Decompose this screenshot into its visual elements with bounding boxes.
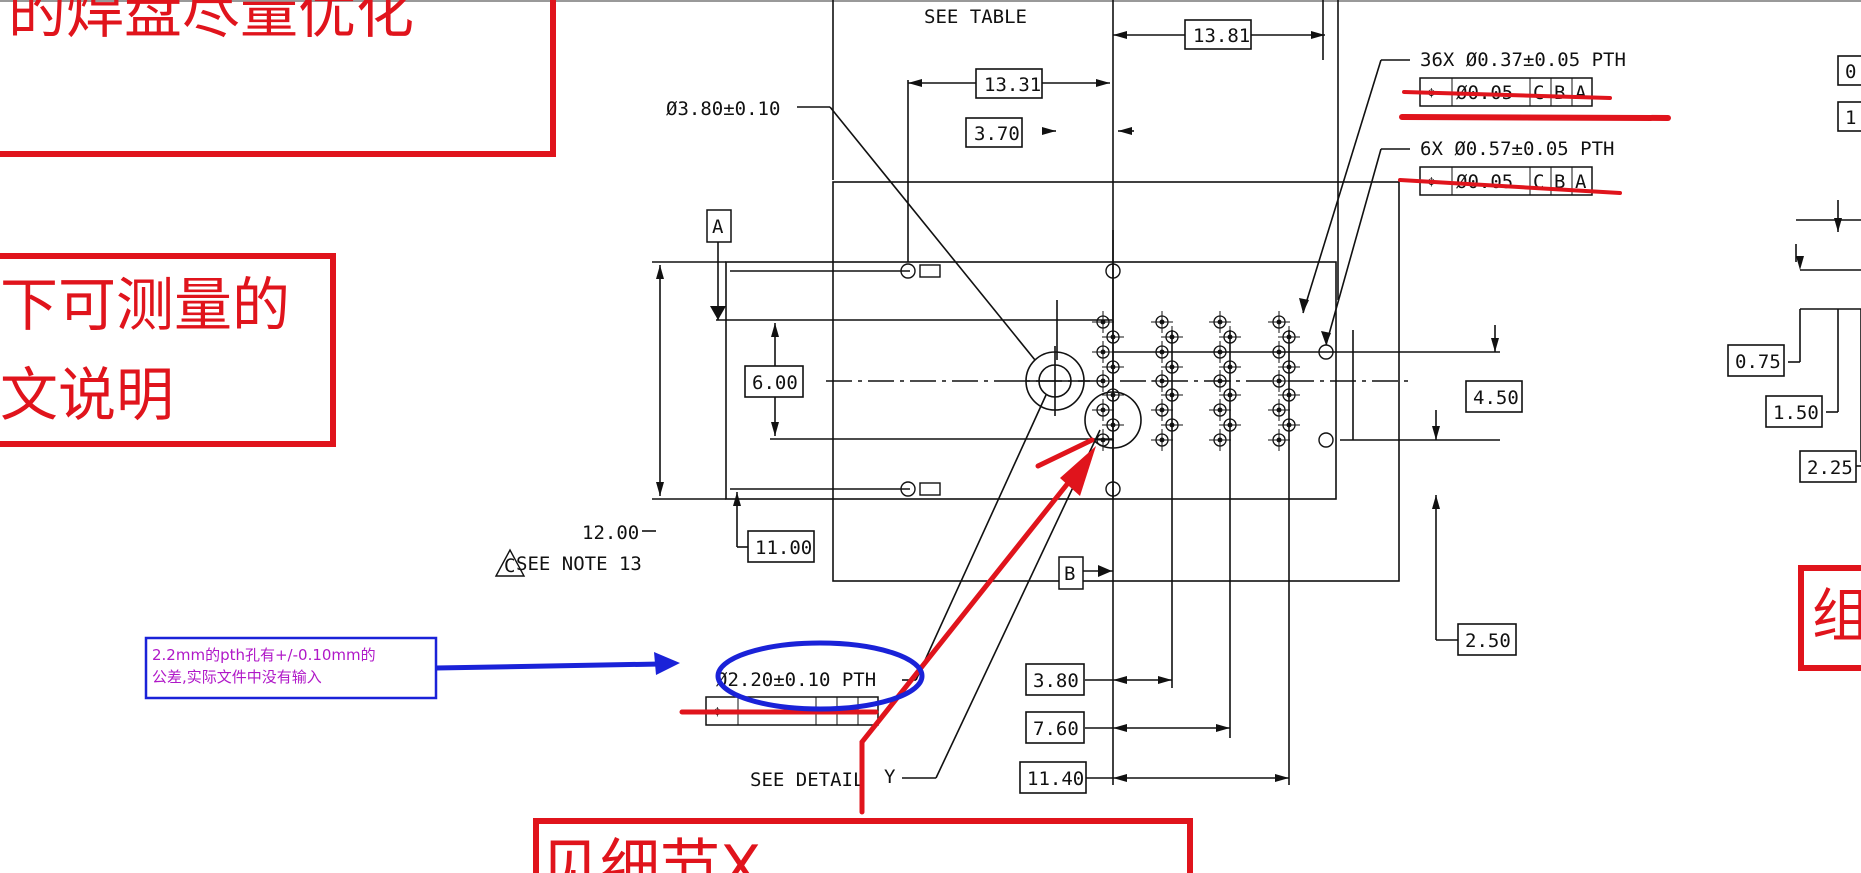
fcf-datum-b: B bbox=[1554, 82, 1565, 104]
dia-3-80-label: Ø3.80±0.10 bbox=[666, 98, 780, 120]
red-annotation-top-left: 的焊盘尽量优化 bbox=[0, 0, 556, 157]
annotation-text: 组 bbox=[1812, 582, 1861, 650]
annotation-text-line1: 下可测量的 bbox=[0, 271, 290, 339]
red-annotation-bottom: 见细节X bbox=[533, 818, 1193, 873]
callout-36x: 36X Ø0.37±0.05 PTH bbox=[1420, 49, 1626, 71]
blue-note-line2: 公差,实际文件中没有输入 bbox=[152, 668, 322, 686]
see-note-13: SEE NOTE 13 bbox=[516, 553, 642, 575]
large-holes bbox=[1020, 346, 1142, 449]
datum-b-label: B bbox=[1064, 563, 1075, 585]
detail-letter: Y bbox=[884, 766, 896, 788]
fcf-datum-c: C bbox=[1533, 171, 1544, 193]
dim-7-60: 7.60 bbox=[1033, 718, 1079, 740]
datum-a-label: A bbox=[712, 216, 724, 238]
dim-13-31: 13.31 bbox=[984, 74, 1041, 96]
see-detail-label: SEE DETAIL bbox=[750, 769, 864, 791]
annotation-text-line2: 文说明 bbox=[0, 361, 174, 429]
arrowheads bbox=[656, 31, 1842, 782]
strike-fcf-36x bbox=[1402, 90, 1612, 100]
blue-arrow-head bbox=[654, 652, 680, 675]
drawing-labels: SEE TABLE 13.81 13.31 3.70 Ø3.80±0.10 36… bbox=[494, 6, 1861, 794]
fcf-datum-a: A bbox=[1575, 171, 1587, 193]
fcf-datum-b: B bbox=[1554, 171, 1565, 193]
red-annotation-mid-left: 下可测量的 文说明 bbox=[0, 253, 336, 447]
fcf-datum-c: C bbox=[1533, 82, 1544, 104]
right-box-1: 0 bbox=[1845, 61, 1856, 83]
datum-a-triangle bbox=[710, 306, 726, 320]
see-table-label: SEE TABLE bbox=[924, 6, 1027, 28]
datum-b-triangle bbox=[1098, 565, 1112, 577]
dim-4-50: 4.50 bbox=[1473, 387, 1519, 409]
right-dim-0-75: 0.75 bbox=[1735, 351, 1781, 373]
note-flag-triangle bbox=[494, 548, 526, 577]
red-annotation-right: 组 bbox=[1798, 565, 1861, 671]
dim-2-50: 2.50 bbox=[1465, 630, 1511, 652]
right-dim-1-50: 1.50 bbox=[1773, 402, 1819, 424]
dim-11-00: 11.00 bbox=[755, 537, 812, 559]
fcf-datum-a: A bbox=[1575, 82, 1587, 104]
mounting-pads bbox=[900, 263, 1334, 497]
dim-11-40: 11.40 bbox=[1027, 768, 1084, 790]
right-dim-2-25: 2.25 bbox=[1807, 457, 1853, 479]
blue-note-line1: 2.2mm的pth孔有+/-0.10mm的 bbox=[152, 646, 376, 664]
red-arrow-head bbox=[1060, 446, 1096, 496]
note-flag-letter: C bbox=[504, 555, 515, 577]
callout-6x: 6X Ø0.57±0.05 PTH bbox=[1420, 138, 1614, 160]
pin-grid bbox=[1092, 311, 1300, 451]
strike-fcf-6x bbox=[1398, 178, 1622, 195]
dim-6-00: 6.00 bbox=[752, 372, 798, 394]
drawing-geometry bbox=[642, 0, 1861, 785]
annotation-text: 的焊盘尽量优化 bbox=[8, 0, 414, 46]
blue-highlight-ellipse bbox=[715, 640, 925, 712]
right-box-2: 1 bbox=[1845, 107, 1856, 129]
dia-2-20-label: Ø2.20±0.10 PTH bbox=[716, 669, 876, 691]
blue-note: 2.2mm的pth孔有+/-0.10mm的 公差,实际文件中没有输入 bbox=[144, 636, 680, 700]
dim-12-00: 12.00 bbox=[582, 522, 639, 544]
dim-3-70: 3.70 bbox=[974, 123, 1020, 145]
underline-36x bbox=[1399, 114, 1671, 121]
red-markup bbox=[679, 90, 1671, 815]
dim-3-80: 3.80 bbox=[1033, 670, 1079, 692]
dim-13-81: 13.81 bbox=[1193, 25, 1250, 47]
red-pointer-line bbox=[859, 465, 1083, 815]
annotation-text: 见细节X bbox=[540, 833, 761, 873]
